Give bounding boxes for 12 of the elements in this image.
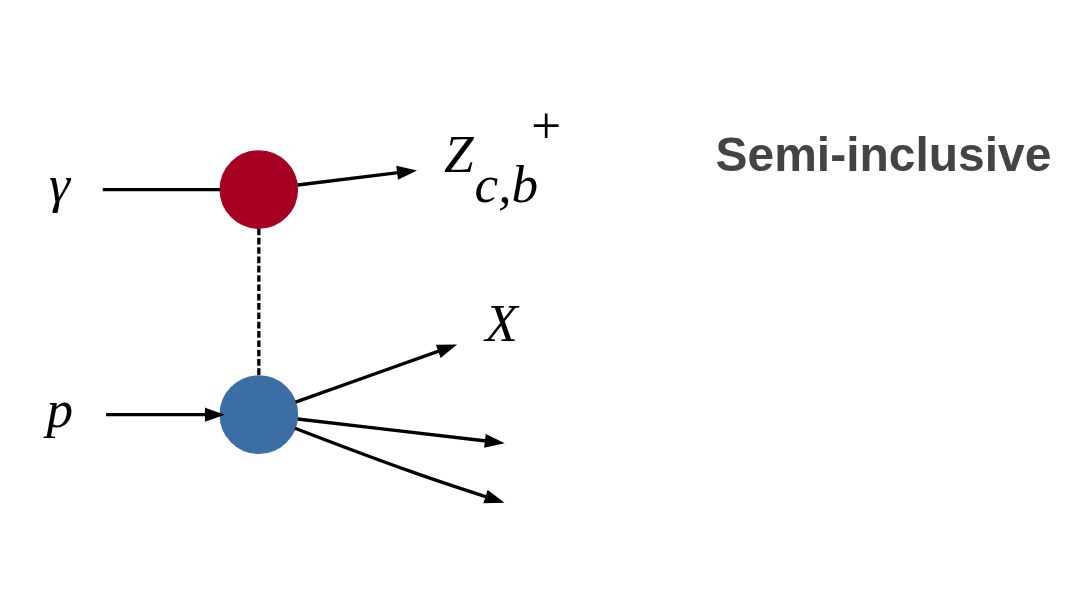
node-circle: [219, 149, 299, 229]
connector: [257, 228, 261, 376]
node-circle: [219, 374, 299, 454]
arrow: [294, 426, 505, 503]
arrow: [297, 165, 417, 187]
arrow: [297, 416, 505, 448]
arrow: [106, 407, 225, 422]
node-text: X: [485, 293, 518, 353]
connector: [102, 187, 220, 191]
node-text: γ: [49, 154, 71, 214]
arrow: [294, 344, 458, 404]
label: Semi-inclusive: [715, 127, 1052, 181]
